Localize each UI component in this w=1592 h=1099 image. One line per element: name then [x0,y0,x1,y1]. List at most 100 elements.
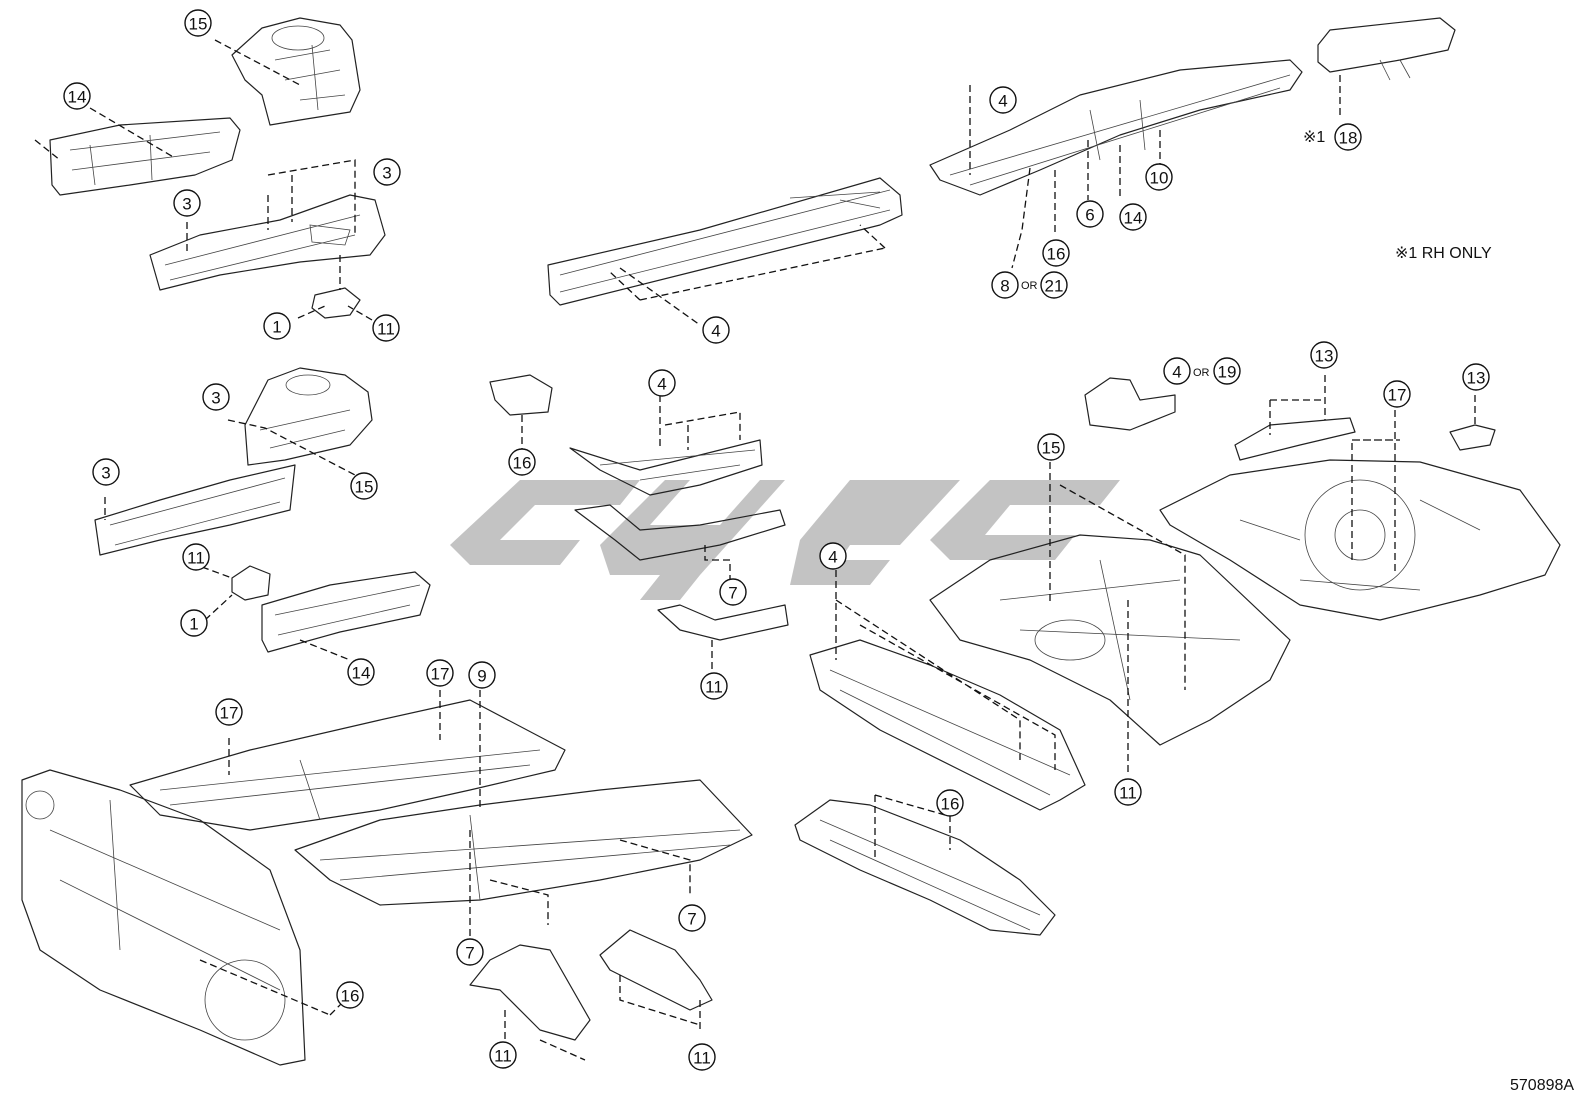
callout-7: 7 [456,938,484,966]
callout-15: 15 [350,472,378,500]
svg-text:14: 14 [1124,209,1143,228]
suspension-tower-upper-left [231,17,361,126]
floor-bracket-bottom-center [469,944,591,1041]
svg-text:17: 17 [1388,386,1407,405]
svg-text:3: 3 [101,464,110,483]
svg-text:17: 17 [431,665,450,684]
callout-3: 3 [173,189,201,217]
svg-text:1: 1 [272,318,281,337]
callout-16: 16 [1042,239,1070,267]
callout-17: 17 [426,659,454,687]
bracket-small-left [311,287,361,319]
callout-1: 1 [263,312,291,340]
svg-text:11: 11 [705,678,723,697]
svg-text:11: 11 [1119,784,1137,803]
svg-text:4: 4 [657,375,666,394]
callout-4: 4 [989,86,1017,114]
svg-text:19: 19 [1218,363,1237,382]
callout-19: 19 [1213,357,1241,385]
svg-text:13: 13 [1315,347,1334,366]
svg-text:4: 4 [711,322,720,341]
callout-11: 11 [688,1043,716,1071]
callout-3: 3 [92,458,120,486]
svg-text:16: 16 [341,987,360,1006]
callout-6: 6 [1076,200,1104,228]
svg-text:7: 7 [465,944,474,963]
suspension-tower-mid-left [244,367,373,466]
svg-text:11: 11 [377,320,395,339]
reinforcement-right-1 [1234,417,1356,461]
callout-15: 15 [184,9,212,37]
front-floor-panel-center [129,699,566,831]
svg-text:13: 13 [1467,369,1486,388]
callout-11: 11 [372,314,400,342]
callout-13: 13 [1462,363,1490,391]
svg-text:3: 3 [382,164,391,183]
callout-16: 16 [936,789,964,817]
svg-text:11: 11 [693,1049,711,1068]
callout-9: 9 [468,661,496,689]
center-floor-tunnel [294,779,753,906]
callout-11: 11 [182,543,210,571]
callout-1: 1 [180,609,208,637]
floor-side-panel-center [569,439,763,496]
callout-7: 7 [678,904,706,932]
svg-text:11: 11 [494,1047,512,1066]
svg-text:4: 4 [998,92,1007,111]
svg-text:8: 8 [1000,277,1009,296]
svg-text:17: 17 [220,704,239,723]
svg-text:11: 11 [187,549,205,568]
side-member-upper-left [49,117,241,196]
rear-crossmember-right [794,799,1056,936]
watermark-logo [450,480,1120,600]
callout-14: 14 [347,658,375,686]
callout-4: 4 [648,369,676,397]
or-label: OR [1193,367,1210,379]
callout-11: 11 [489,1041,517,1069]
svg-text:1: 1 [189,615,198,634]
bracket-center-upper [489,374,553,416]
svg-text:15: 15 [355,478,374,497]
callout-15: 15 [1037,433,1065,461]
rear-bracket-right [1317,17,1456,81]
callout-11: 11 [700,672,728,700]
crossmember-right [809,639,1086,811]
callout-17: 17 [1383,380,1411,408]
side-member-mid-left [261,571,431,653]
callout-10: 10 [1145,163,1173,191]
note-rh-only: ※1 RH ONLY [1395,245,1492,262]
callout-17: 17 [215,698,243,726]
svg-text:3: 3 [211,389,220,408]
reinforcement-right-2 [1449,424,1496,451]
figure-code: 570898A [1510,1077,1574,1094]
svg-text:21: 21 [1045,277,1064,296]
svg-text:14: 14 [68,88,87,107]
svg-text:15: 15 [189,15,208,34]
callout-7: 7 [719,578,747,606]
callout-8: 8 [991,271,1019,299]
note-mark: ※1 [1303,129,1325,146]
floor-brace-center [657,604,789,641]
svg-text:15: 15 [1042,439,1061,458]
callout-14: 14 [1119,203,1147,231]
or-label: OR [1021,280,1038,292]
dash-panel-left [21,769,306,1066]
callout-3: 3 [373,158,401,186]
rocker-rail-center [547,177,903,306]
front-member-mid-left [94,464,296,556]
floor-bracket-bottom-right [599,929,713,1011]
svg-text:9: 9 [477,667,486,686]
callout-11: 11 [1114,778,1142,806]
svg-text:4: 4 [1172,363,1181,382]
callout-16: 16 [336,981,364,1009]
rear-floor-panel-right [1159,459,1561,621]
bracket-mid-left [231,565,271,601]
callout-3: 3 [202,383,230,411]
callout-18: 18 [1334,123,1362,151]
svg-text:7: 7 [728,584,737,603]
svg-text:14: 14 [352,664,371,683]
callout-4: 4 [1163,357,1191,385]
callout-16: 16 [508,448,536,476]
svg-text:6: 6 [1085,206,1094,225]
svg-text:18: 18 [1339,129,1358,148]
